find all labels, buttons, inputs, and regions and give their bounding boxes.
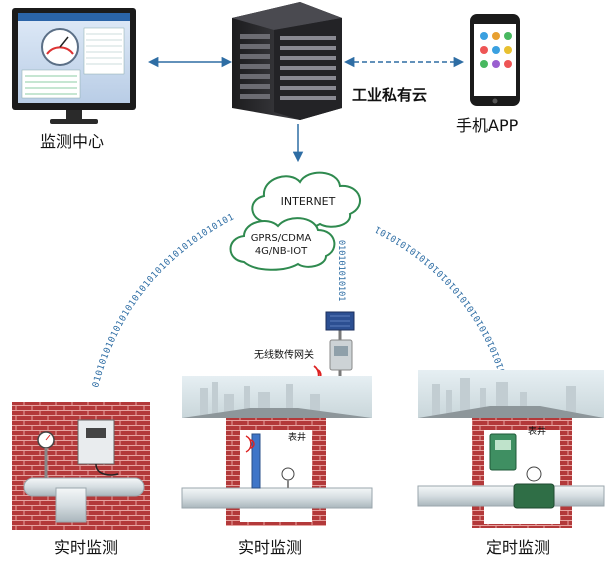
site-right-label: 定时监测 [486,538,551,557]
gateway-label: 无线数传网关 [254,350,314,361]
monitor-center-label: 监测中心 [40,132,105,151]
binary-stream-left: 01010101010101010101010101010101010101 [91,212,236,388]
network-cloud [229,217,336,271]
well-label-right: 表井 [528,427,547,437]
site-left-label: 实时监测 [54,538,119,557]
network-line2: 4G/NB-IOT [254,246,308,257]
site-left-scene [12,402,150,530]
gateway-device [313,311,355,416]
phone-icon [470,14,520,106]
site-middle-label: 实时监测 [238,538,303,557]
server-label: 工业私有云 [352,86,428,104]
site-right-scene [417,370,605,528]
internet-cloud [251,171,362,231]
network-line1: GPRS/CDMA [250,233,312,244]
internet-label: INTERNET [280,195,336,208]
monitor-icon [12,8,136,124]
binary-stream-middle: 010101010101 [336,240,346,301]
server-icon [232,2,342,120]
site-middle-scene [181,376,373,526]
well-label-middle: 表井 [288,433,307,443]
phone-label: 手机APP [456,116,519,135]
